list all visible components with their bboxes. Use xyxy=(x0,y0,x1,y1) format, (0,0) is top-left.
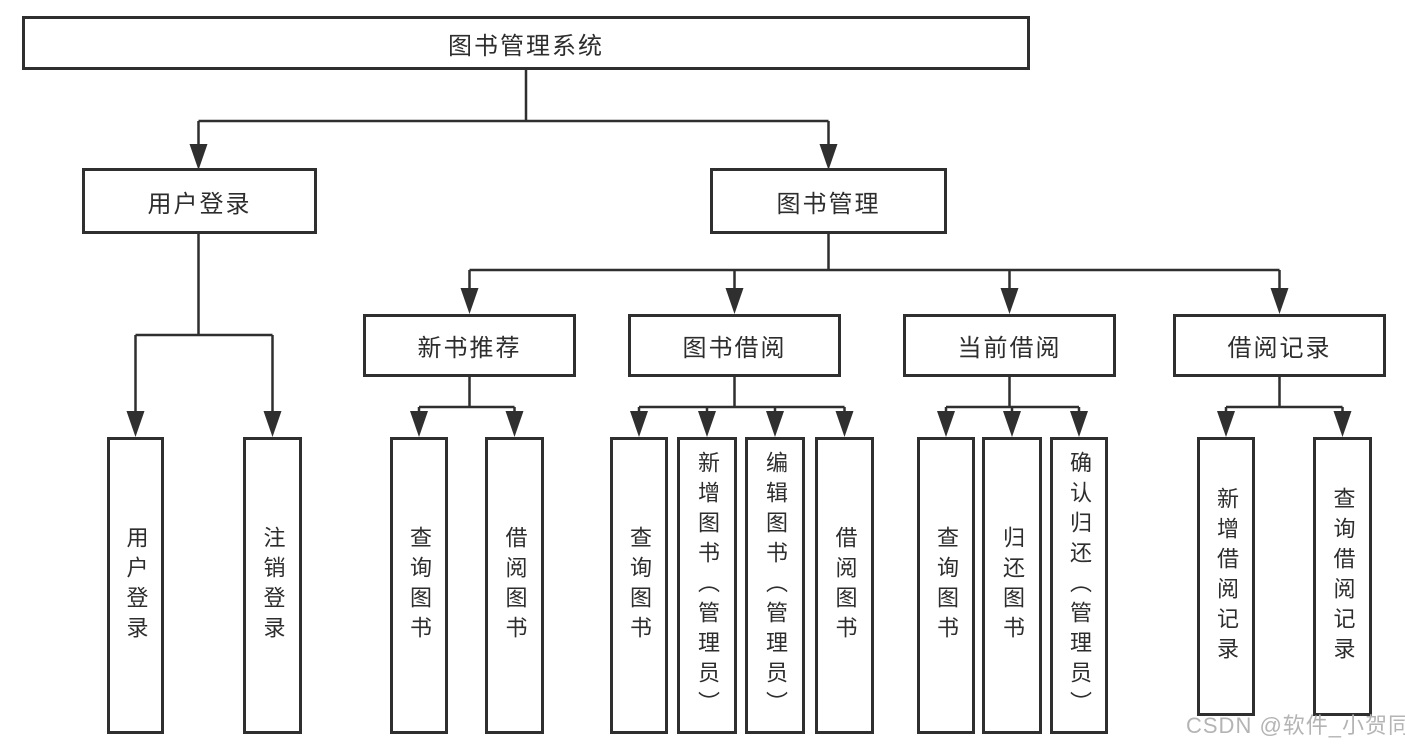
connector-borrowing-records-group xyxy=(1224,377,1344,414)
connector-book-management-group xyxy=(468,234,1281,291)
leaf-query-books-1: 查询图书 xyxy=(390,437,448,734)
node-library-management-system: 图书管理系统 xyxy=(22,16,1030,70)
leaf-logout: 注销登录 xyxy=(243,437,302,734)
node-current-borrowing: 当前借阅 xyxy=(903,314,1116,377)
arrowhead-icon xyxy=(1070,411,1088,437)
arrowhead-icon xyxy=(126,411,145,437)
leaf-return-books: 归还图书 xyxy=(982,437,1042,734)
arrowhead-icon xyxy=(410,411,428,437)
arrowhead-icon xyxy=(819,144,838,170)
connector-book-borrowing-group xyxy=(637,377,846,414)
arrowhead-icon xyxy=(460,288,479,314)
arrowhead-icon xyxy=(1270,288,1289,314)
arrowhead-icon xyxy=(263,411,282,437)
connector-user-login-group xyxy=(134,234,274,414)
arrowhead-icon xyxy=(1003,411,1021,437)
connector-current-borrowing-group xyxy=(944,377,1081,414)
leaf-user-login: 用户登录 xyxy=(107,437,164,734)
leaf-query-borrow-record: 查询借阅记录 xyxy=(1313,437,1372,716)
leaf-confirm-return-admin: 确认归还（管理员） xyxy=(1050,437,1108,734)
arrowhead-icon xyxy=(505,411,524,437)
arrowhead-icon xyxy=(766,411,784,437)
arrowhead-icon xyxy=(835,411,854,437)
arrowhead-icon xyxy=(698,411,716,437)
leaf-add-books-admin: 新增图书（管理员） xyxy=(677,437,737,734)
leaf-query-books-3: 查询图书 xyxy=(917,437,975,734)
node-book-borrowing: 图书借阅 xyxy=(628,314,841,377)
watermark-text: CSDN @软件_小贺同学 xyxy=(1186,713,1405,738)
arrowhead-icon xyxy=(1217,411,1235,437)
arrowhead-icon xyxy=(725,288,744,314)
arrowhead-icon xyxy=(1000,288,1019,314)
leaf-add-borrow-record: 新增借阅记录 xyxy=(1197,437,1255,716)
leaf-borrow-books-1: 借阅图书 xyxy=(485,437,544,734)
leaf-edit-books-admin: 编辑图书（管理员） xyxy=(745,437,805,734)
node-new-book-recommendation: 新书推荐 xyxy=(363,314,576,377)
leaf-query-books-2: 查询图书 xyxy=(610,437,668,734)
connector-new-book-group xyxy=(417,377,516,414)
connector-root xyxy=(197,70,830,148)
node-user-login: 用户登录 xyxy=(82,168,317,234)
arrowhead-icon xyxy=(189,144,208,170)
arrowhead-icon xyxy=(630,411,648,437)
leaf-borrow-books-2: 借阅图书 xyxy=(815,437,874,734)
arrowhead-icon xyxy=(937,411,955,437)
node-borrowing-records: 借阅记录 xyxy=(1173,314,1386,377)
arrowhead-icon xyxy=(1333,411,1352,437)
node-book-management: 图书管理 xyxy=(710,168,947,234)
